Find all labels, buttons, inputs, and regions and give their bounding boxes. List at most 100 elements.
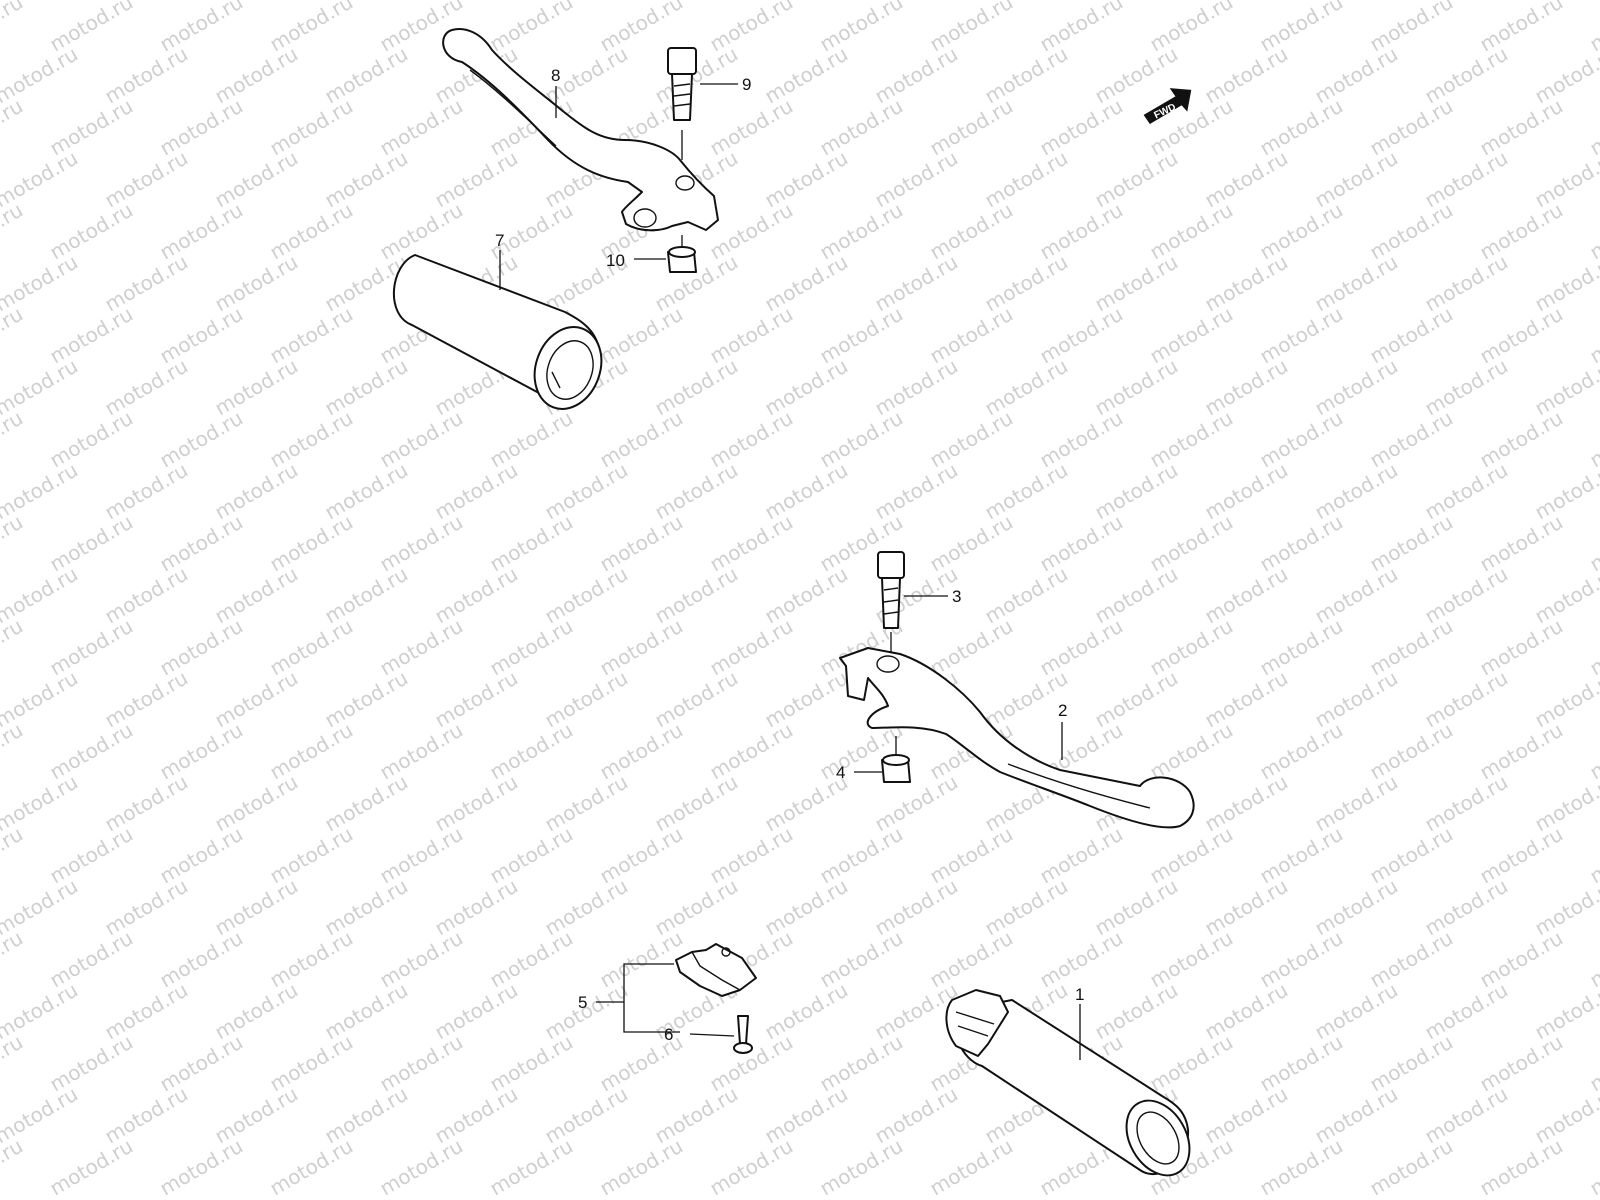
watermark-text: motod.ru [651, 458, 742, 525]
watermark-text: motod.ru [1366, 614, 1457, 681]
watermark-text: motod.ru [431, 562, 522, 629]
fwd-label: FWD [1152, 102, 1177, 122]
watermark-text: motod.ru [486, 926, 577, 993]
watermark-text: motod.ru [1201, 666, 1292, 733]
watermark-text: motod.ru [1256, 302, 1347, 369]
watermark-text: motod.ru [1366, 1134, 1457, 1200]
watermark-text: motod.ru [1586, 614, 1600, 681]
watermark-text: motod.ru [1531, 354, 1600, 421]
nut-icon [667, 235, 697, 273]
watermark-text: motod.ru [0, 718, 27, 785]
watermark-text: motod.ru [1146, 406, 1237, 473]
watermark-text: motod.ru [596, 718, 687, 785]
watermark-text: motod.ru [1366, 822, 1457, 889]
watermark-text: motod.ru [46, 1134, 137, 1200]
leader-lines [499, 83, 1081, 1060]
watermark-text: motod.ru [1146, 822, 1237, 889]
watermark-text: motod.ru [1366, 926, 1457, 993]
watermark-text: motod.ru [1366, 1030, 1457, 1097]
watermark-text: motod.ru [156, 94, 247, 161]
watermark-text: motod.ru [1146, 302, 1237, 369]
callout-labels: 1 2 3 4 5 6 7 8 9 10 [495, 66, 1084, 1044]
watermark-text: motod.ru [981, 250, 1072, 317]
watermark-text: motod.ru [1311, 770, 1402, 837]
watermark-text: motod.ru [46, 614, 137, 681]
watermark-text: motod.ru [596, 302, 687, 369]
watermark-text: motod.ru [761, 250, 852, 317]
watermark-text: motod.ru [926, 406, 1017, 473]
watermark-text: motod.ru [816, 926, 907, 993]
watermark-text: motod.ru [541, 874, 632, 941]
watermark-text: motod.ru [1256, 1030, 1347, 1097]
watermark-text: motod.ru [1201, 1082, 1292, 1149]
watermark-text: motod.ru [871, 42, 962, 109]
watermark-text: motod.ru [706, 198, 797, 265]
callout-8: 8 [551, 66, 560, 85]
watermark-text: motod.ru [816, 822, 907, 889]
watermark-text: motod.ru [1146, 614, 1237, 681]
watermark-text: motod.ru [156, 926, 247, 993]
watermark-text: motod.ru [596, 926, 687, 993]
watermark-text: motod.ru [266, 1030, 357, 1097]
watermark-text: motod.ru [1476, 718, 1567, 785]
watermark-text: motod.ru [101, 770, 192, 837]
watermark-text: motod.ru [156, 510, 247, 577]
watermark-text: motod.ru [1146, 926, 1237, 993]
watermark-text: motod.ru [1476, 302, 1567, 369]
watermark-text: motod.ru [1091, 874, 1182, 941]
watermark-text: motod.ru [101, 354, 192, 421]
watermark-text: motod.ru [706, 718, 797, 785]
watermark-text: motod.ru [706, 406, 797, 473]
watermark-text: motod.ru [1421, 42, 1512, 109]
watermark-text: motod.ru [596, 614, 687, 681]
watermark-text: motod.ru [1311, 146, 1402, 213]
watermark-text: motod.ru [981, 458, 1072, 525]
watermark-text: motod.ru [761, 978, 852, 1045]
watermark-text: motod.ru [0, 510, 27, 577]
watermark-text: motod.ru [1421, 354, 1512, 421]
watermark-text: motod.ru [651, 562, 742, 629]
watermark-text: motod.ru [1146, 510, 1237, 577]
watermark-text: motod.ru [1476, 406, 1567, 473]
watermark-text: motod.ru [1036, 198, 1127, 265]
watermark-text: motod.ru [321, 562, 412, 629]
watermark-text: motod.ru [1586, 302, 1600, 369]
watermark-text: motod.ru [376, 198, 467, 265]
clutch-lever-icon [442, 28, 719, 232]
watermark-text: motod.ru [1366, 94, 1457, 161]
watermark-text: motod.ru [1036, 406, 1127, 473]
watermark-text: motod.ru [1036, 510, 1127, 577]
watermark-text: motod.ru [1091, 458, 1182, 525]
watermark-text: motod.ru [211, 250, 302, 317]
watermark-text: motod.ru [486, 614, 577, 681]
watermark-text: motod.ru [1586, 718, 1600, 785]
watermark-text: motod.ru [266, 406, 357, 473]
watermark-text: motod.ru [706, 1030, 797, 1097]
watermark-text: motod.ru [486, 1134, 577, 1200]
watermark-text: motod.ru [1531, 770, 1600, 837]
watermark-text: motod.ru [46, 302, 137, 369]
watermark-text: motod.ru [211, 666, 302, 733]
watermark-text: motod.ru [706, 302, 797, 369]
watermark-text: motod.ru [1201, 978, 1292, 1045]
watermark-text: motod.ru [816, 1030, 907, 1097]
watermark-text: motod.ru [1586, 510, 1600, 577]
watermark-text: motod.ru [46, 510, 137, 577]
watermark-text: motod.ru [541, 770, 632, 837]
watermark-text: motod.ru [156, 718, 247, 785]
watermark-text: motod.ru [1586, 926, 1600, 993]
watermark-text: motod.ru [761, 562, 852, 629]
callout-4: 4 [836, 763, 845, 782]
watermark-text: motod.ru [816, 94, 907, 161]
watermark-text: motod.ru [266, 198, 357, 265]
watermark-text: motod.ru [1146, 718, 1237, 785]
switch-icon [675, 943, 757, 997]
watermark-text: motod.ru [1476, 94, 1567, 161]
watermark-text: motod.ru [46, 1030, 137, 1097]
watermark-text: motod.ru [321, 354, 412, 421]
watermark-text: motod.ru [1036, 926, 1127, 993]
watermark-text: motod.ru [1531, 874, 1600, 941]
watermark-text: motod.ru [596, 1134, 687, 1200]
watermark-text: motod.ru [816, 302, 907, 369]
